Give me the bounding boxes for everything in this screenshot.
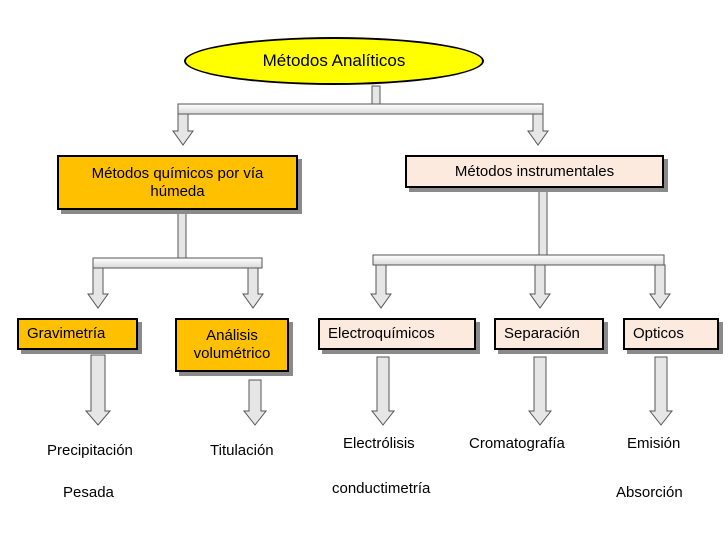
arrow-to-instrumental bbox=[527, 113, 549, 146]
arrow-to-separacion bbox=[529, 264, 551, 309]
arrow-to-cromatografia bbox=[527, 356, 553, 426]
root-label: Métodos Analíticos bbox=[262, 51, 406, 70]
top-bar bbox=[177, 103, 544, 115]
arrow-to-titulacion bbox=[242, 379, 268, 426]
node-instrumental-methods: Métodos instrumentales bbox=[405, 155, 664, 188]
volumetrico-label: Análisis volumétrico bbox=[193, 327, 271, 362]
node-volumetrico: Análisis volumétrico bbox=[175, 318, 289, 372]
arrow-to-electrolisis bbox=[370, 356, 396, 426]
arrow-to-electroquimicos bbox=[370, 264, 392, 309]
node-chemical-methods: Métodos químicos por vía húmeda bbox=[57, 155, 298, 210]
node-separacion: Separación bbox=[494, 318, 604, 350]
instrumental-methods-label: Métodos instrumentales bbox=[454, 162, 615, 180]
arrow-to-gravimetria bbox=[87, 267, 109, 309]
chemical-stem bbox=[177, 211, 187, 259]
node-gravimetria: Gravimetría bbox=[17, 318, 138, 350]
arrow-to-precipitacion bbox=[84, 354, 112, 426]
arrow-to-opticos bbox=[649, 264, 671, 309]
chemical-bar bbox=[92, 257, 263, 269]
leaf-absorcion: Absorción bbox=[616, 484, 683, 501]
arrow-to-emision bbox=[648, 356, 674, 426]
arrow-to-chemical bbox=[172, 113, 194, 146]
root-stem bbox=[371, 85, 381, 105]
leaf-conductimetria: conductimetría bbox=[332, 480, 431, 497]
leaf-emision: Emisión bbox=[627, 435, 681, 452]
instrumental-stem bbox=[538, 189, 548, 256]
node-electroquimicos: Electroquímicos bbox=[318, 318, 476, 350]
electroquimicos-label: Electroquímicos bbox=[328, 325, 435, 342]
leaf-precipitacion: Precipitación bbox=[47, 442, 133, 459]
root-node: Métodos Analíticos bbox=[184, 37, 484, 85]
leaf-electrolisis: Electrólisis bbox=[343, 435, 415, 452]
arrow-to-volumetrico bbox=[242, 267, 264, 309]
instrumental-bar bbox=[372, 254, 665, 266]
separacion-label: Separación bbox=[504, 325, 580, 342]
leaf-cromatografia: Cromatografía bbox=[469, 435, 565, 452]
chemical-methods-label: Métodos químicos por vía húmeda bbox=[91, 164, 264, 200]
node-opticos: Opticos bbox=[623, 318, 719, 350]
gravimetria-label: Gravimetría bbox=[27, 325, 106, 342]
opticos-label: Opticos bbox=[633, 325, 684, 342]
leaf-titulacion: Titulación bbox=[210, 442, 274, 459]
leaf-pesada: Pesada bbox=[63, 484, 114, 501]
